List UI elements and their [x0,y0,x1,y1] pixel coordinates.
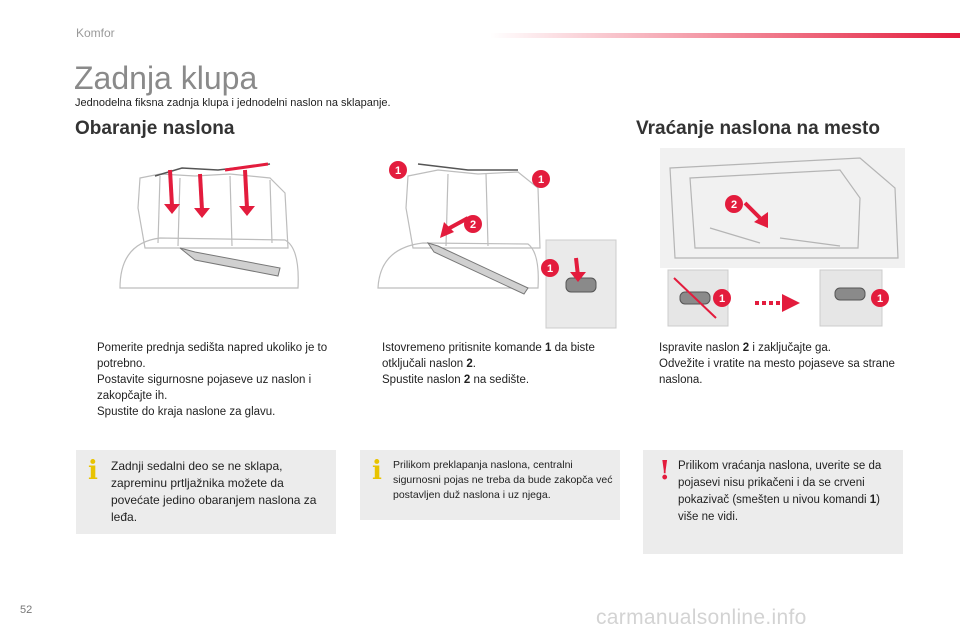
list-item: Spustite do kraja naslone za glavu. [78,404,340,420]
list-item: Istovremeno pritisnite komande 1 da bist… [363,340,623,372]
text: ) više ne vidi. [678,494,881,523]
marker-1: 1 [538,174,544,186]
header-accent-bar [490,33,960,38]
info-note-2: i Prilikom preklapanja naslona, centraln… [360,450,620,520]
info-note-1: i Zadnji sedalni deo se ne sklapa, zapre… [76,450,336,534]
list-item: Ispravite naslon 2 i zaključajte ga. [640,340,902,356]
bullets-col2: Istovremeno pritisnite komande 1 da bist… [363,340,623,388]
list-item: Postavite sigurnosne pojaseve uz naslon … [78,372,340,404]
info-icon: i [88,456,98,486]
text: . [472,358,476,370]
list-item-text: Spustite do kraja naslone za glavu. [97,406,276,418]
text: Istovremeno pritisnite komande [382,342,545,354]
marker-1: 1 [547,263,553,275]
warning-note: ! Prilikom vraćanja naslona, uverite se … [643,450,903,554]
marker-1: 1 [395,165,401,177]
marker-2: 2 [731,199,737,211]
text: i zaključajte ga. [749,342,831,354]
watermark: carmanualsonline.info [596,606,807,629]
list-item: Odvežite i vratite na mesto pojaseve sa … [640,356,902,388]
list-item: Spustite naslon 2 na sedište. [363,372,623,388]
bullets-col1: Pomerite prednja sedišta napred ukoliko … [78,340,340,420]
heading-folding: Obaranje naslona [75,118,235,139]
heading-returning: Vraćanje naslona na mesto [636,118,880,139]
text: Ispravite naslon [659,342,743,354]
text: Prilikom vraćanja naslona, uverite se da… [678,460,882,506]
marker-1: 1 [877,293,883,305]
seat-drawing [119,162,299,289]
list-item-text: Postavite sigurnosne pojaseve uz naslon … [97,374,312,402]
illustration-fold-backrest: 1 1 2 1 [368,148,618,330]
marker-1: 1 [719,293,725,305]
ref-number: 2 [742,342,750,354]
text: Spustite naslon [382,374,464,386]
trunk-drawing: 2 1 1 [660,148,905,328]
ref-number: 2 [463,374,471,386]
list-item-text: Pomerite prednja sedišta napred ukoliko … [97,342,328,370]
marker-2: 2 [470,219,476,231]
list-item: Pomerite prednja sedišta napred ukoliko … [78,340,340,372]
illustration-return-backrest: 2 1 1 [660,148,905,328]
bullets-col3: Ispravite naslon 2 i zaključajte ga. Odv… [640,340,902,388]
page-title: Zadnja klupa [74,60,258,96]
section-label: Komfor [76,26,115,40]
ref-number: 1 [869,494,877,506]
text: da biste otključali naslon [382,342,595,370]
warning-icon: ! [659,456,671,486]
info-icon: i [372,456,382,486]
page-number: 52 [20,604,33,616]
intro-text: Jednodelna fiksna zadnja klupa i jednode… [75,97,391,109]
note-text: Prilikom vraćanja naslona, uverite se da… [678,458,893,526]
note-text: Zadnji sedalni deo se ne sklapa, zapremi… [111,459,317,524]
list-item-text: Odvežite i vratite na mesto pojaseve sa … [659,358,895,386]
illustration-lower-headrests [100,148,310,298]
ref-number: 1 [545,342,552,354]
text: na sedište. [470,374,530,386]
note-text: Prilikom preklapanja naslona, centralni … [393,459,613,501]
seat-fold-drawing: 1 1 2 1 [377,161,617,329]
ref-number: 2 [466,358,473,370]
